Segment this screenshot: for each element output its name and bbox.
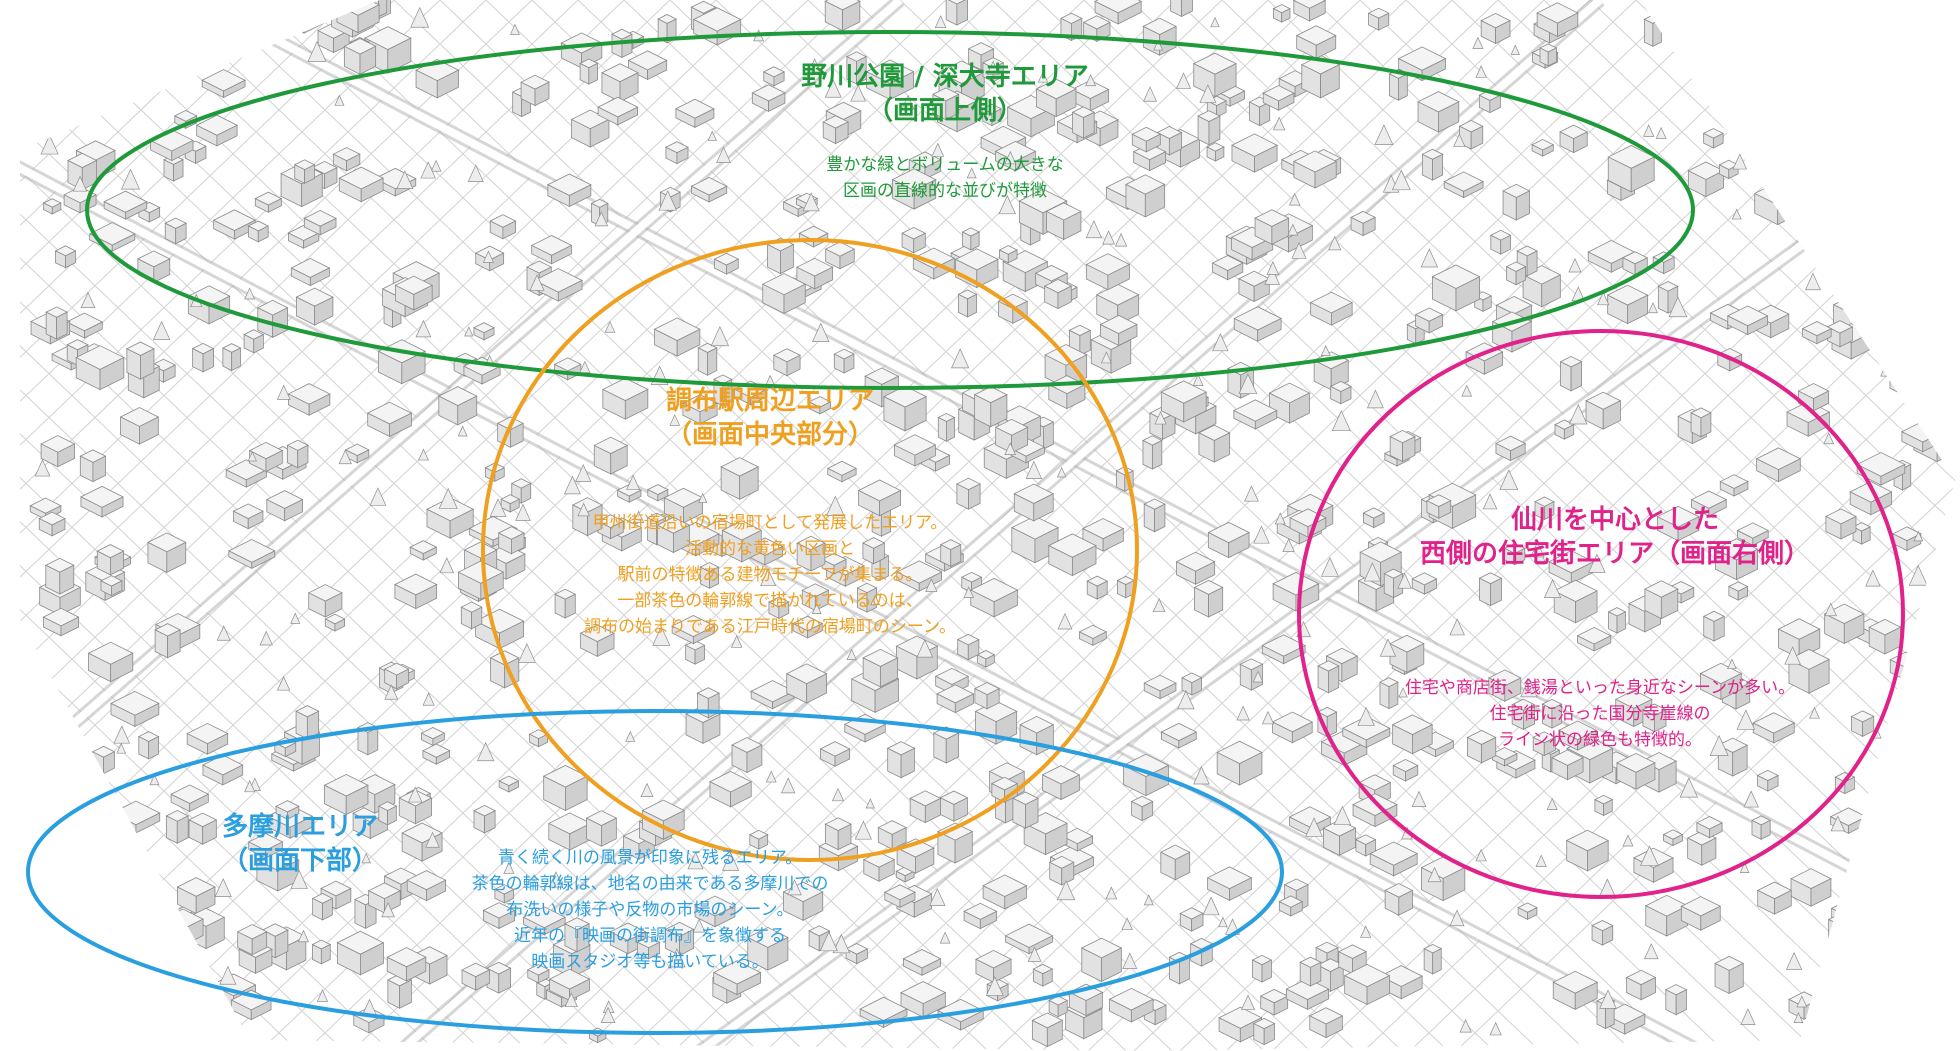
title-line: （画面中央部分） xyxy=(665,420,874,450)
title-line: 調布駅周辺エリア xyxy=(665,386,874,416)
senkawa-area-description: 住宅や商店街、銭湯といった身近なシーンが多い。 住宅街に沿った国分寺崖線の ライ… xyxy=(1360,675,1840,753)
senkawa-area-ellipse xyxy=(1297,329,1905,899)
desc-line: 甲州街道沿いの宿場町として発展したエリア。 xyxy=(592,513,948,533)
desc-line: 青く続く川の風景が印象に残るエリア。 xyxy=(497,848,803,868)
desc-line: 一部茶色の輪郭線で描かれているのは、 xyxy=(617,591,923,611)
title-line: （画面下部） xyxy=(221,846,378,876)
title-line: 多摩川エリア xyxy=(221,812,378,842)
chofu-area-ellipse xyxy=(481,238,1139,862)
desc-line: ライン状の緑色も特徴的。 xyxy=(1498,730,1702,750)
desc-line: 住宅や商店街、銭湯といった身近なシーンが多い。 xyxy=(1404,678,1796,698)
chofu-area-title: 調布駅周辺エリア （画面中央部分） xyxy=(620,384,920,452)
tamagawa-area-title: 多摩川エリア （画面下部） xyxy=(170,810,430,878)
tamagawa-area-ellipse xyxy=(26,709,1284,1035)
desc-line: 映画スタジオ等も描いている。 xyxy=(531,952,769,972)
desc-line: 調布の始まりである江戸時代の宿場町のシーン。 xyxy=(584,617,956,637)
nogawa-area-title: 野川公園 / 深大寺エリア （画面上側） xyxy=(735,60,1155,128)
nogawa-area-ellipse xyxy=(85,30,1695,390)
desc-line: 茶色の輪郭線は、地名の由来である多摩川での xyxy=(471,874,829,894)
desc-line: 住宅街に沿った国分寺崖線の xyxy=(1489,704,1711,724)
desc-line: 駅前の特徴ある建物モチーフが集まる。 xyxy=(617,565,923,585)
tamagawa-area-description: 青く続く川の風景が印象に残るエリア。 茶色の輪郭線は、地名の由来である多摩川での… xyxy=(420,845,880,975)
title-line: （画面上側） xyxy=(866,96,1023,126)
desc-line: 区画の直線的な並びが特徴 xyxy=(843,181,1047,201)
desc-line: 豊かな緑とボリュームの大きな xyxy=(826,155,1064,175)
desc-line: 活動的な黄色い区画と xyxy=(685,539,855,559)
desc-line: 布洗いの様子や反物の市場のシーン。 xyxy=(506,900,794,920)
nogawa-area-description: 豊かな緑とボリュームの大きな 区画の直線的な並びが特徴 xyxy=(745,152,1145,204)
title-line: 仙川を中心とした xyxy=(1510,505,1719,535)
senkawa-area-title: 仙川を中心とした 西側の住宅街エリア（画面右側） xyxy=(1405,503,1825,571)
title-line: 野川公園 / 深大寺エリア xyxy=(801,62,1089,92)
chofu-area-description: 甲州街道沿いの宿場町として発展したエリア。 活動的な黄色い区画と 駅前の特徴ある… xyxy=(540,510,1000,640)
desc-line: 近年の『映画の街調布』を象徴する xyxy=(514,926,786,946)
title-line: 西側の住宅街エリア（画面右側） xyxy=(1419,539,1810,569)
